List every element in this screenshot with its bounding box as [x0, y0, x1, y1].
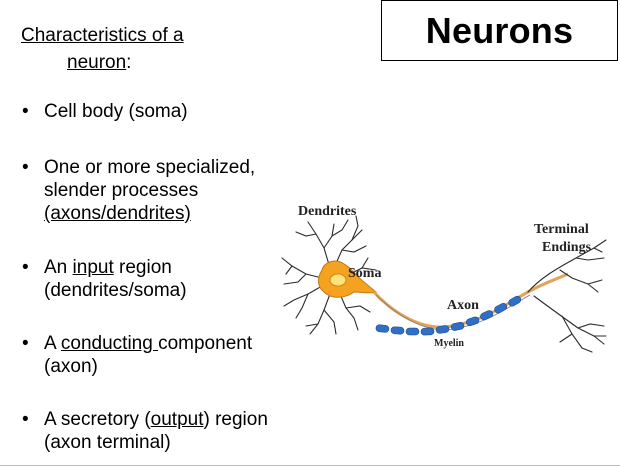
bullet-dot: • — [22, 409, 29, 430]
label-dendrites: Dendrites — [298, 204, 357, 219]
heading-line-1: Characteristics of a — [21, 25, 184, 46]
list-item-line: (axon) — [44, 355, 252, 378]
list-item-line: A secretory (output) region — [44, 408, 268, 431]
text-run: ) region — [203, 409, 268, 430]
bottom-divider — [0, 465, 620, 466]
list-item-text: A secretory (output) region(axon termina… — [44, 408, 268, 454]
terminal-branches — [527, 239, 607, 353]
text-run: (axon) — [44, 356, 98, 377]
bullet-dot: • — [22, 257, 29, 278]
bullet-dot: • — [22, 157, 29, 178]
heading-line-2: neuron: — [21, 49, 184, 76]
label-axon: Axon — [447, 298, 479, 313]
heading-colon: : — [126, 52, 132, 73]
list-item-line: slender processes — [44, 179, 255, 202]
text-run: component — [158, 333, 253, 354]
cell-body — [318, 260, 378, 298]
text-run: An — [44, 257, 73, 278]
list-item-text: An input region(dendrites/soma) — [44, 256, 187, 302]
slide-title: Neurons — [425, 9, 574, 51]
list-item-line: (axons/dendrites) — [44, 202, 255, 225]
characteristics-heading: Characteristics of a neuron: — [21, 22, 184, 76]
list-item-line: Cell body (soma) — [44, 100, 188, 123]
label-myelin: Myelin — [434, 338, 464, 349]
list-item-text: One or more specialized,slender processe… — [44, 156, 255, 225]
underlined-term: input — [72, 257, 114, 278]
text-run: A — [44, 333, 61, 354]
text-run: A secretory ( — [44, 409, 151, 430]
myelin-sheath — [375, 295, 522, 336]
text-run: One or more specialized, — [44, 157, 256, 178]
label-terminal: Terminal — [534, 222, 589, 237]
list-item-text: Cell body (soma) — [44, 100, 188, 123]
label-endings: Endings — [542, 240, 592, 255]
list-item-line: One or more specialized, — [44, 156, 255, 179]
text-run: Cell body (soma) — [44, 101, 188, 122]
neuron-diagram: Dendrites Soma Axon Myelin Terminal Endi… — [281, 204, 607, 353]
dendrite-tree — [281, 215, 377, 335]
text-run: region — [113, 257, 172, 278]
text-run: (axon terminal) — [44, 432, 171, 453]
bullet-dot: • — [22, 101, 29, 122]
label-soma: Soma — [348, 266, 381, 281]
text-run: slender processes — [44, 180, 199, 201]
list-item-text: A conducting component(axon) — [44, 332, 252, 378]
list-item-line: A conducting component — [44, 332, 252, 355]
nucleus — [329, 273, 347, 287]
underlined-term: output — [150, 409, 204, 430]
list-item-line: (axon terminal) — [44, 431, 268, 454]
underlined-term: (axons/dendrites) — [44, 203, 191, 224]
bullet-dot: • — [22, 333, 29, 354]
list-item-line: (dendrites/soma) — [44, 279, 187, 302]
underlined-term: conducting — [60, 333, 159, 354]
heading-neuron-word: neuron — [67, 52, 127, 73]
title-box: Neurons — [381, 0, 618, 61]
text-run: (dendrites/soma) — [44, 280, 187, 301]
list-item-line: An input region — [44, 256, 187, 279]
